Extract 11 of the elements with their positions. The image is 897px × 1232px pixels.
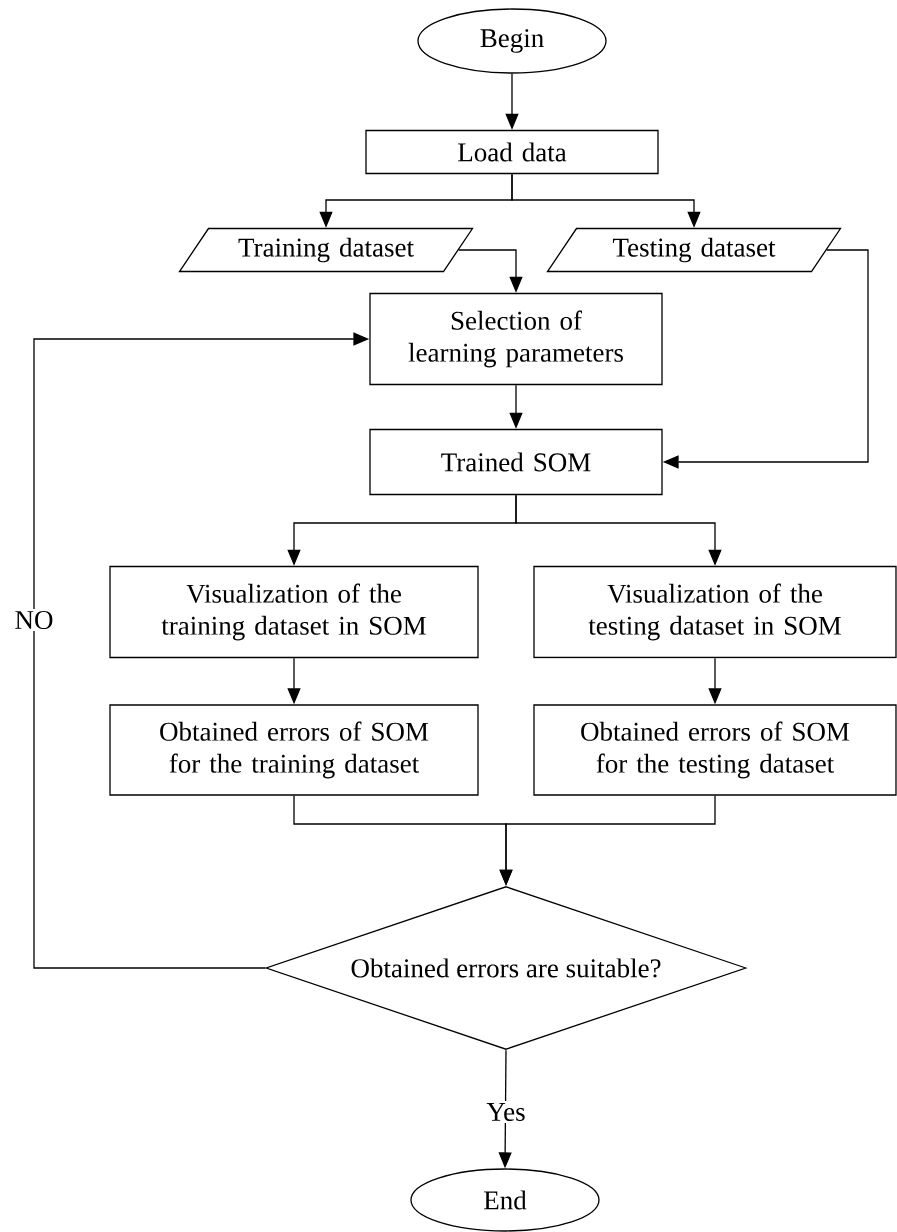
process-box: Visualization of the testing dataset in SOM: [533, 565, 897, 659]
process-box: Selection of learning parameters: [369, 292, 663, 386]
process-box: Load data: [365, 129, 659, 175]
process-box: Obtained errors of SOM for the training dataset: [109, 704, 479, 796]
edge-label: NO: [12, 608, 56, 632]
data-parallelogram: Testing dataset: [546, 227, 842, 273]
process-box: Visualization of the training dataset in SOM: [109, 565, 479, 659]
process-box: Trained SOM: [369, 428, 663, 496]
process-box: Obtained errors of SOM for the testing dataset: [533, 704, 897, 796]
data-parallelogram: Training dataset: [178, 227, 474, 273]
edge-label: Yes: [484, 1101, 528, 1123]
